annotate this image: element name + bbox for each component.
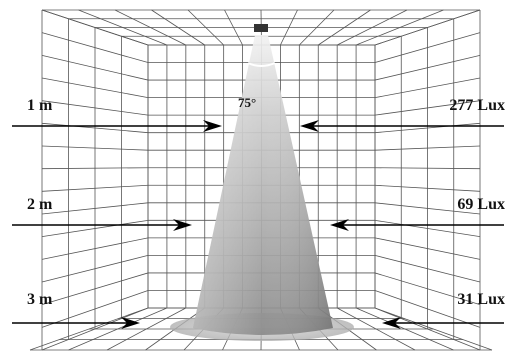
beam-angle-label: 75° (238, 95, 256, 110)
luminaire-fixture (254, 24, 268, 32)
left-wall-grid (41, 9, 149, 351)
illuminance-label-3: 31 Lux (457, 291, 505, 308)
distance-label-1: 1 m (27, 97, 53, 114)
illuminance-label-1: 277 Lux (449, 97, 505, 114)
measurement-row-2: 2 m 69 Lux (12, 196, 505, 231)
illuminance-label-2: 69 Lux (457, 196, 505, 213)
room-grid (29, 9, 493, 351)
measurement-row-3: 3 m 31 Lux (12, 291, 505, 329)
light-beam: 75° (170, 24, 354, 341)
right-wall-grid (374, 9, 481, 351)
distance-label-2: 2 m (27, 196, 53, 213)
beam-angle-arc (247, 62, 276, 67)
distance-label-3: 3 m (27, 291, 53, 308)
measurement-row-1: 1 m 277 Lux (12, 97, 505, 132)
